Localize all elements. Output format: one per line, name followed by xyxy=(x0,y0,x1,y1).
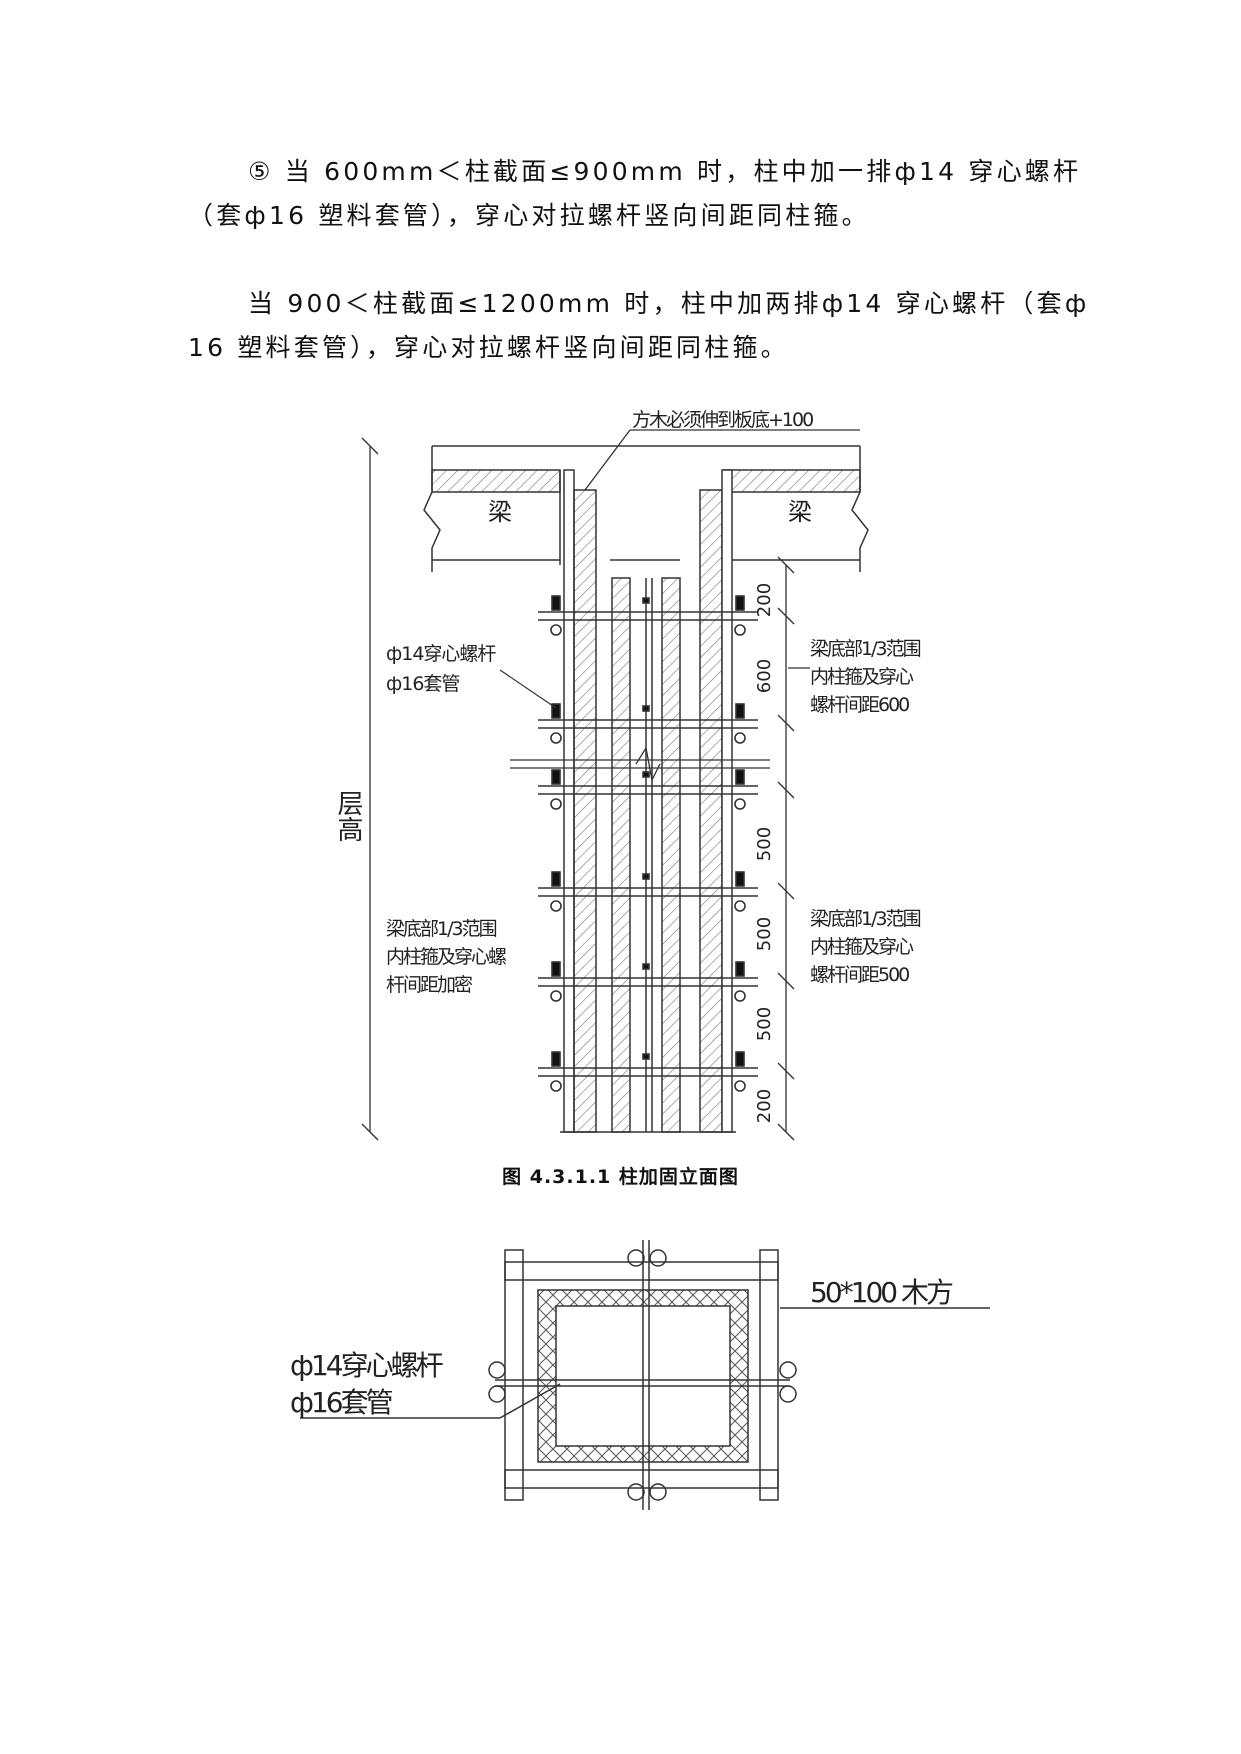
washer-right xyxy=(734,990,746,1002)
washer-left xyxy=(550,798,562,810)
paragraph-1-line-2: （套ф16 塑料套管），穿心对拉螺杆竖向间距同柱箍。 xyxy=(188,201,870,230)
column-elevation-figure: 梁 梁 方木必须伸到板底+100 层高 ф14穿心螺杆 ф16套管 xyxy=(333,409,923,1141)
rod-mark xyxy=(642,597,650,604)
top-note-leader xyxy=(584,429,860,491)
paragraph-1: ⑤ 当 600mm＜柱截面≤900mm 时，柱中加一排ф14 穿心螺杆 （套ф1… xyxy=(188,150,1082,238)
dim-500-a: 500 xyxy=(754,827,775,861)
washer-right xyxy=(734,732,746,744)
rod-mark xyxy=(642,1053,650,1060)
nut-right xyxy=(735,703,745,719)
figure-1-caption: 图 4.3.1.1 柱加固立面图 xyxy=(502,1166,739,1188)
washer-left xyxy=(550,624,562,636)
paragraph-2-line-1: 当 900＜柱截面≤1200mm 时，柱中加两排ф14 穿心螺杆（套ф xyxy=(248,289,1090,318)
column-formwork xyxy=(560,469,736,1133)
nut-left xyxy=(551,769,561,785)
plan-frame xyxy=(300,1240,990,1510)
nut-left xyxy=(551,1051,561,1067)
note-lower-left-1: 梁底部1/3范围 xyxy=(386,918,497,940)
break-line xyxy=(510,746,770,783)
rod-label-2: ф16套管 xyxy=(386,673,459,695)
timber-label: 50*100 木方 xyxy=(810,1276,953,1309)
washer-left xyxy=(550,732,562,744)
washer-right xyxy=(734,798,746,810)
nut-left xyxy=(551,703,561,719)
paragraph-2: 当 900＜柱截面≤1200mm 时，柱中加两排ф14 穿心螺杆（套ф 16 塑… xyxy=(188,282,1090,370)
plan-rod-label-1: ф14穿心螺杆 xyxy=(290,1349,443,1382)
beam-right-label: 梁 xyxy=(788,498,812,526)
note-upper-right-1: 梁底部1/3范围 xyxy=(810,638,921,660)
column-ties xyxy=(538,595,758,1092)
note-lower-left-3: 杆间距加密 xyxy=(386,974,473,996)
nut-right xyxy=(735,769,745,785)
beam-left-label: 梁 xyxy=(488,498,512,526)
column-plan-figure: 50*100 木方 ф14穿心螺杆 ф16套管 xyxy=(290,1240,990,1510)
nut-right xyxy=(735,1051,745,1067)
dim-500-c: 500 xyxy=(754,1007,775,1041)
note-upper-right-3: 螺杆间距600 xyxy=(810,694,909,716)
height-label: 层高 xyxy=(333,790,363,842)
dim-600: 600 xyxy=(754,659,775,693)
nut-right xyxy=(735,595,745,611)
dim-500-b: 500 xyxy=(754,917,775,951)
note-lower-right-1: 梁底部1/3范围 xyxy=(810,908,921,930)
washer-right xyxy=(734,1080,746,1092)
height-dimension xyxy=(361,437,379,1141)
washer-left xyxy=(550,1080,562,1092)
nut-left xyxy=(551,595,561,611)
note-lower-right-3: 螺杆间距500 xyxy=(810,964,909,986)
washer-left xyxy=(550,990,562,1002)
paragraph-1-line-1: ⑤ 当 600mm＜柱截面≤900mm 时，柱中加一排ф14 穿心螺杆 xyxy=(248,157,1082,186)
note-upper-right-2: 内柱箍及穿心 xyxy=(810,666,914,688)
note-lower-right-2: 内柱箍及穿心 xyxy=(810,936,914,958)
rod-mark xyxy=(642,705,650,712)
nut-left xyxy=(551,871,561,887)
washer-left xyxy=(550,900,562,912)
note-lower-left-2: 内柱箍及穿心螺 xyxy=(386,946,507,968)
dim-200-bottom: 200 xyxy=(754,1089,775,1123)
dim-200-top: 200 xyxy=(754,583,775,617)
rod-label-1: ф14穿心螺杆 xyxy=(386,643,496,665)
right-dimension-chain xyxy=(777,556,795,1141)
nut-left xyxy=(551,961,561,977)
plan-rod-label-2: ф16套管 xyxy=(290,1386,393,1419)
washer-right xyxy=(734,624,746,636)
top-note-label: 方木必须伸到板底+100 xyxy=(632,409,813,431)
rod-mark xyxy=(642,771,650,778)
washer-right xyxy=(734,900,746,912)
nut-right xyxy=(735,871,745,887)
paragraph-2-line-2: 16 塑料套管），穿心对拉螺杆竖向间距同柱箍。 xyxy=(188,333,789,362)
nut-right xyxy=(735,961,745,977)
rod-mark xyxy=(642,963,650,970)
rod-mark xyxy=(642,873,650,880)
